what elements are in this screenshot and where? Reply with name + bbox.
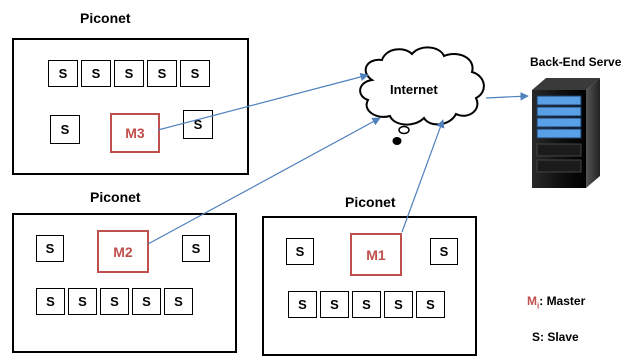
slave-node: S — [48, 60, 78, 87]
legend-slave: S: Slave — [532, 330, 579, 344]
legend-master-text: : Master — [539, 294, 586, 308]
internet-cloud-icon — [359, 46, 485, 145]
slave-node: S — [416, 291, 445, 318]
slave-node: S — [288, 291, 317, 318]
slave-row-1: S S S S S — [48, 60, 213, 87]
legend-master-symbol: M — [527, 294, 537, 308]
master-node-m1: M1 — [350, 233, 402, 276]
slave-node: S — [36, 288, 65, 315]
slave-node: S — [147, 60, 177, 87]
slave-node: S — [352, 291, 381, 318]
slave-node: S — [114, 60, 144, 87]
piconet-title-1: Piconet — [80, 10, 131, 26]
slave-node: S — [286, 238, 314, 265]
legend-master: Mi: Master — [527, 294, 585, 310]
link-m1-to-internet — [401, 119, 445, 233]
piconet-title-2: Piconet — [90, 189, 141, 205]
slave-node: S — [50, 115, 80, 144]
slave-row-2: S S S S S — [36, 288, 196, 315]
slave-node: S — [36, 235, 64, 262]
slave-node: S — [100, 288, 129, 315]
internet-label: Internet — [390, 82, 438, 97]
slave-node: S — [180, 60, 210, 87]
slave-node: S — [132, 288, 161, 315]
piconet-box-2: S M2 S S S S S S — [12, 213, 237, 353]
legend-master-subscript: i — [537, 301, 540, 311]
slave-node: S — [183, 110, 213, 139]
slave-node: S — [182, 235, 210, 262]
link-m3-to-internet — [157, 72, 369, 131]
link-m2-to-internet — [147, 117, 381, 245]
master-node-m3: M3 — [110, 113, 160, 153]
piconet-box-3: S M1 S S S S S S — [262, 216, 477, 356]
slave-node: S — [384, 291, 413, 318]
slave-node: S — [81, 60, 111, 87]
server-label: Back-End Serve — [530, 55, 622, 69]
slave-node: S — [164, 288, 193, 315]
slave-node: S — [68, 288, 97, 315]
master-node-m2: M2 — [97, 230, 149, 273]
link-internet-to-server — [485, 92, 529, 101]
slave-row-3: S S S S S — [288, 291, 448, 318]
piconet-title-3: Piconet — [345, 194, 396, 210]
slave-node: S — [320, 291, 349, 318]
server-icon — [532, 78, 600, 188]
slave-node: S — [430, 238, 458, 265]
